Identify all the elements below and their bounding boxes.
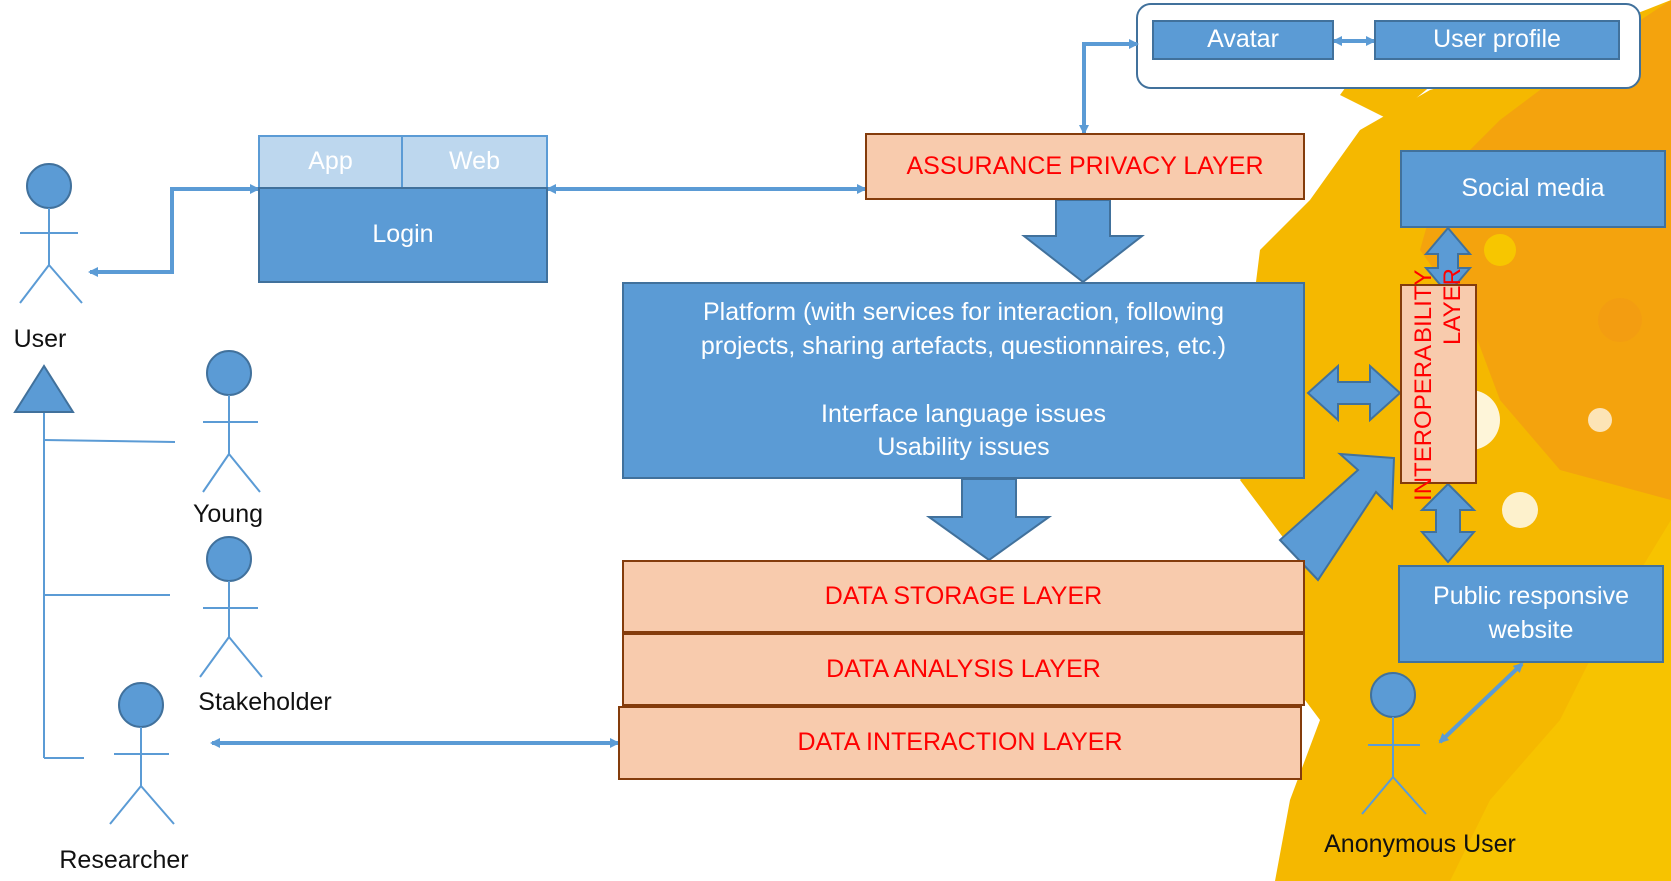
- social-media-label: Social media: [1461, 174, 1605, 203]
- user-actor-figure: [19, 163, 83, 304]
- avatar-box: Avatar: [1152, 20, 1334, 60]
- stakeholder-actor-figure: [199, 536, 263, 678]
- platform-interop-block-arrow: [1306, 363, 1402, 423]
- generalization-triangle: [13, 364, 75, 413]
- avatar-label: Avatar: [1207, 25, 1279, 54]
- interop-website-block-arrow: [1419, 482, 1477, 564]
- interface-language-issues: Interface language issues: [821, 399, 1106, 428]
- public-website-box: Public responsive website: [1398, 565, 1664, 663]
- platform-text: Platform (with services for interaction,…: [701, 296, 1226, 465]
- social-media-box: Social media: [1400, 150, 1666, 228]
- data-interaction-layer-box: DATA INTERACTION LAYER: [618, 706, 1302, 780]
- anonymous-website-connector: [1438, 662, 1524, 744]
- data-interaction-layer-label: DATA INTERACTION LAYER: [797, 728, 1123, 757]
- researcher-actor-label: Researcher: [59, 846, 189, 874]
- anonymous-user-actor-label: Anonymous User: [1324, 830, 1516, 858]
- platform-description-line-2: projects, sharing artefacts, questionnai…: [700, 331, 1227, 360]
- login-box: Login: [258, 187, 548, 283]
- assurance-privacy-layer-box: ASSURANCE PRIVACY LAYER: [865, 133, 1305, 200]
- usability-issues: Usability issues: [877, 433, 1050, 462]
- public-website-line-1: Public responsive: [1433, 582, 1629, 611]
- data-analysis-layer-label: DATA ANALYSIS LAYER: [826, 654, 1101, 683]
- interoperability-label-line-1: INTEROPERA: [1409, 344, 1437, 501]
- researcher-actor-figure: [109, 682, 175, 825]
- data-storage-layer-label: DATA STORAGE LAYER: [824, 581, 1103, 610]
- platform-box: Platform (with services for interaction,…: [622, 282, 1305, 479]
- young-actor-label: Young: [193, 500, 263, 528]
- user-actor-label: User: [13, 325, 67, 353]
- interoperability-layer-label: INTEROPERA BILITY LAYER: [1410, 268, 1468, 501]
- platform-description-line-1: Platform (with services for interaction,…: [702, 298, 1224, 326]
- platform-to-storage-block-arrow: [925, 478, 1053, 562]
- data-storage-layer-box: DATA STORAGE LAYER: [622, 560, 1305, 633]
- privacy-to-platform-block-arrow: [1021, 199, 1145, 284]
- anonymous-user-actor-figure: [1361, 672, 1427, 815]
- user-profile-box: User profile: [1374, 20, 1620, 60]
- storage-to-interop-block-arrow: [1278, 452, 1396, 582]
- young-branch: [43, 439, 176, 443]
- assurance-privacy-layer-label: ASSURANCE PRIVACY LAYER: [906, 151, 1264, 180]
- privacy-avatar-connector: [1079, 39, 1139, 135]
- login-label: Login: [372, 220, 434, 249]
- user-login-connector: [88, 184, 260, 277]
- stakeholder-actor-label: Stakeholder: [198, 688, 332, 716]
- web-tab: Web: [401, 135, 548, 189]
- young-actor-figure: [202, 350, 261, 493]
- user-profile-label: User profile: [1433, 25, 1561, 54]
- public-website-line-2: website: [1488, 616, 1574, 644]
- web-tab-label: Web: [449, 147, 500, 176]
- app-tab: App: [258, 135, 403, 189]
- app-tab-label: App: [308, 147, 353, 176]
- interoperability-label-line-2: BILITY LAYER: [1409, 267, 1466, 345]
- data-analysis-layer-box: DATA ANALYSIS LAYER: [622, 633, 1305, 706]
- interoperability-layer-box: INTEROPERA BILITY LAYER: [1400, 268, 1477, 500]
